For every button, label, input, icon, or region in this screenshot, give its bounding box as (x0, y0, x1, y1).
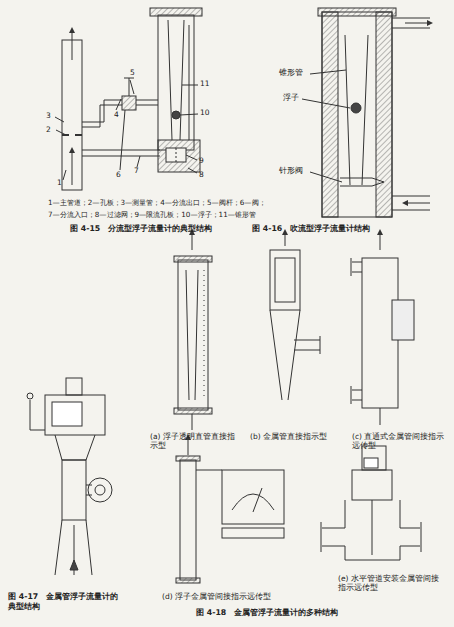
callout-number: 6 (116, 170, 121, 179)
figure-caption: 图 4-17 金属管浮子流量计的典型结构 (8, 592, 126, 611)
subfigure-caption: (d) 浮子金属管间接指示远传型 (162, 592, 284, 601)
figure-caption: 图 4-15 分流型浮子流量计的典型结构 (70, 224, 212, 234)
callout-number: 5 (130, 68, 135, 77)
callout-number: 10 (200, 108, 210, 117)
figure-caption: 图 4-16 吹流型浮子流量计结构 (252, 224, 370, 234)
callout-number: 7 (134, 166, 139, 175)
callout-number: 11 (200, 79, 210, 88)
callout-number: 2 (46, 125, 51, 134)
legend-line: 1—主管道；2—孔板；3—测量管；4—分流出口；5—阀杆；6—阀； (48, 198, 266, 207)
part-label: 针形阀 (279, 166, 303, 175)
subfigure-caption: (c) 直通式金属管间接指示远传型 (352, 432, 448, 451)
subfigure-caption: (a) 浮子透明直管直接指示型 (150, 432, 240, 451)
figure-caption: 图 4-18 金属管浮子流量计的多种结构 (196, 608, 338, 618)
subfigure-caption: (e) 水平管道安装金属管间接指示远传型 (338, 574, 446, 593)
subfigure-caption: (b) 金属管直接指示型 (250, 432, 340, 441)
callout-number: 8 (199, 170, 204, 179)
part-label: 浮子 (283, 93, 299, 102)
callout-number: 9 (199, 156, 204, 165)
callout-number: 4 (114, 110, 119, 119)
callout-number: 3 (46, 111, 51, 120)
part-label: 锥形管 (279, 68, 303, 77)
legend-line: 7—分流入口；8—过滤网；9—限流孔板；10—浮子；11—锥形管 (48, 210, 256, 219)
callout-number: 1 (57, 178, 62, 187)
